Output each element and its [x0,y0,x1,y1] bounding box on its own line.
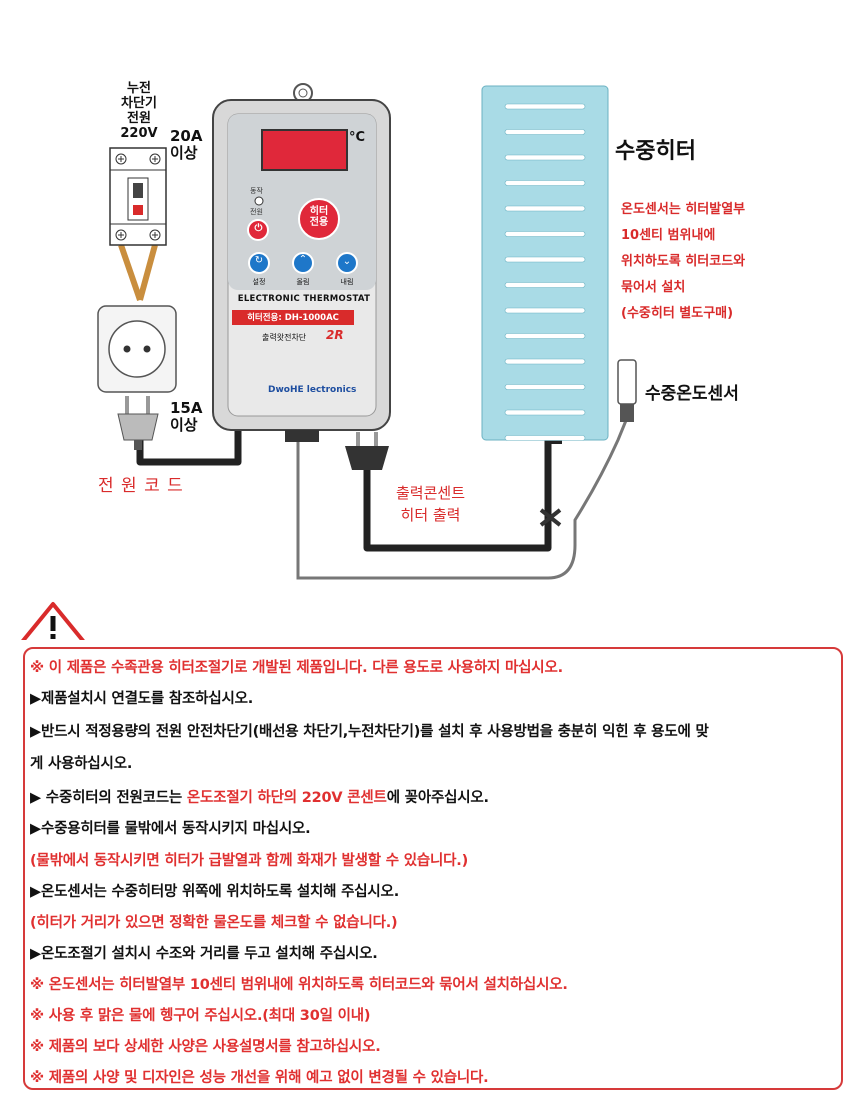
temperature-sensor-icon [617,359,637,422]
heater-output-cord [363,440,552,552]
notes-box [23,647,843,1090]
note-line: ▶제품설치시 연결도를 참조하십시오. [30,691,254,707]
note-line: ※ 이 제품은 수족관용 히터조절기로 개발된 제품입니다. 다른 용도로 사용… [30,660,563,676]
heater-notes: 온도센서는 히터발열부 10센티 범위내에 위치하도록 히터코드와 묶어서 설치… [621,202,746,321]
down-icon: ⌄ [342,256,352,267]
plug-rating: 15A 이상 [170,399,203,435]
power-plug-icon [117,396,159,450]
heater-slot [504,307,586,314]
product-title: ELECTRONIC THERMOSTAT [237,294,371,304]
heater-slot [504,333,586,339]
heater-slot [504,231,586,237]
unit-label: °C [349,130,366,145]
note-line: ※ 사용 후 맑은 물에 헹구어 주십시오.(최대 30일 이내) [30,1008,371,1024]
heater-slot [504,435,586,441]
note-line: (히터가 거리가 있으면 정확한 물온도를 체크할 수 없습니다.) [30,915,398,931]
wiring-diagram [21,83,637,640]
breaker-label: 누전 차단기 전원 220V [120,81,158,141]
status-power-label: 전원 [250,208,263,216]
thermostat-device [212,83,391,442]
heater-slot [504,129,586,135]
heater-slot [504,256,586,263]
wall-outlet-icon [97,305,177,393]
note-line: ▶반드시 적정용량의 전원 안전차단기(배선용 차단기,누전차단기)를 설치 후… [30,724,709,740]
set-icon: ↻ [254,255,264,266]
up-icon: ⌃ [298,254,308,265]
water-heater-icon [481,85,609,444]
heater-slot [504,282,586,288]
heater-slot [504,409,586,416]
heater-title: 수중히터 [615,139,696,164]
sensor-cable [296,417,629,580]
model-label: 히터전용: DH-1000AC [247,313,339,323]
btn-up-label: 올림 [296,278,310,286]
breaker-rating: 20A 이상 [170,127,203,163]
heater-slots [504,103,586,441]
breaker-wire-right [137,244,158,301]
note-line: ※ 제품의 사양 및 디자인은 성능 개선을 위해 예고 없이 변경될 수 있습… [30,1070,489,1086]
heater-slot [504,384,586,390]
heater-only-badge: 히터 전용 [309,206,329,228]
breaker-wire-left [118,244,143,301]
output-note: 출력왓전차단 [262,333,307,342]
note-line: ▶온도조절기 설치시 수조와 거리를 두고 설치해 주십시오. [30,946,378,962]
output-label: 출력콘센트 히터 출력 [396,484,466,524]
btn-set-label: 설정 [252,278,266,286]
power-cord-label: 전 원 코 드 [98,476,184,496]
note-line: ▶수중용히터를 물밖에서 동작시키지 마십시오. [30,821,311,837]
btn-down-label: 내림 [340,278,354,286]
note-line: 게 사용하십시오. [30,756,133,772]
heater-slot [504,205,586,212]
breaker-icon [109,147,167,246]
power-cord [136,425,242,466]
output-badge: 2R [326,328,344,342]
sensor-cable-tie [539,508,562,527]
heater-slot [504,103,586,110]
note-line: ※ 온도센서는 히터발열부 10센티 범위내에 위치하도록 히터코드와 묶어서 … [30,977,568,993]
note-line: ▶온도센서는 수중히터망 위쪽에 위치하도록 설치해 주십시오. [30,884,399,900]
warning-icon [21,602,85,640]
note-line: ※ 제품의 보다 상세한 사양은 사용설명서를 참고하십시오. [30,1039,381,1055]
note-line: ▶ 수중히터의 전원코드는 온도조절기 하단의 220V 콘센트에 꽂아주십시오… [30,790,489,806]
sensor-label: 수중온도센서 [645,384,739,404]
heater-slot [504,154,586,161]
brand-logo: DwoHE lectronics [268,385,357,395]
heater-slot [504,180,586,186]
status-run-label: 동작 [250,187,263,195]
note-line: (물밖에서 동작시키면 히터가 급발열과 함께 화재가 발생할 수 있습니다.) [30,853,469,869]
power-icon: ⏻ [254,223,263,234]
heater-plug-icon [345,432,389,470]
heater-slot [504,358,586,365]
